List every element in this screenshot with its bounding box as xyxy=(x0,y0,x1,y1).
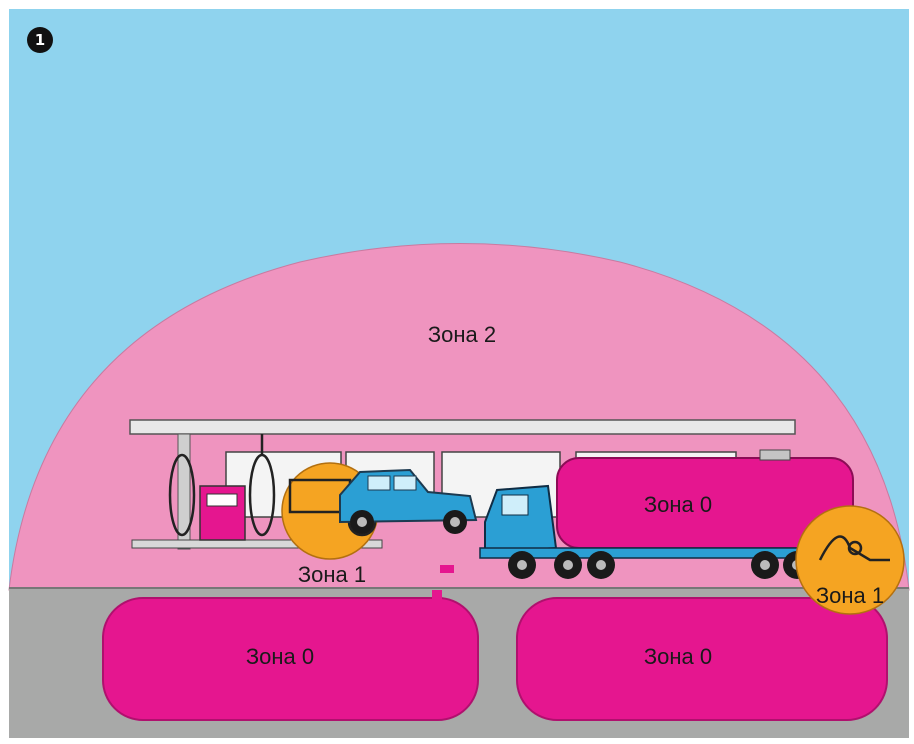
tanker-truck-icon xyxy=(479,484,821,579)
tanker-hatch xyxy=(759,449,791,461)
pump-zone1-label: Зона 1 xyxy=(298,562,366,587)
badge-number: 1 xyxy=(35,31,45,49)
underground-tank-right xyxy=(516,597,888,721)
fuel-pump-icon xyxy=(199,485,246,541)
right-tank-zone0-label: Зона 0 xyxy=(644,644,712,669)
zone1-outlet-circle xyxy=(795,505,905,615)
car-icon xyxy=(339,468,478,534)
hose-icon xyxy=(168,434,276,537)
pump-island xyxy=(131,539,383,549)
fill-pipe xyxy=(432,565,454,600)
underground-tank-left xyxy=(102,597,479,721)
left-tank-zone0-label: Зона 0 xyxy=(246,644,314,669)
number-one-badge-icon: 1 xyxy=(27,27,53,53)
outlet-valve-icon xyxy=(818,535,890,562)
tanker-zone0-label: Зона 0 xyxy=(644,492,712,517)
outlet-zone1-label: Зона 1 xyxy=(816,583,884,608)
zone2-label: Зона 2 xyxy=(428,322,496,347)
